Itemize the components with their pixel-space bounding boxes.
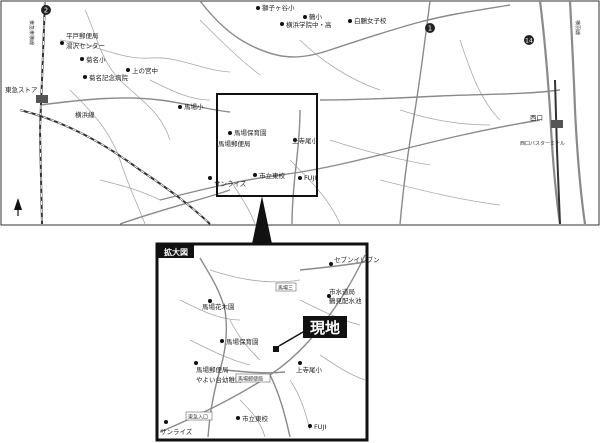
overview-focus-box: [216, 93, 318, 197]
label-hirakawa: 平戸郵便局: [66, 31, 99, 40]
inset-map: 拡大図 現地 セ: [155, 242, 380, 442]
inset-label-baba-hanagien: 馬場花木園: [202, 302, 235, 311]
label-highway: 横羽線: [574, 20, 581, 35]
inset-label-sunrise: サンライズ: [160, 427, 193, 436]
label-shiraume: 白鵬女子校: [354, 16, 387, 25]
inset-label-water-works: 市水道局: [329, 287, 355, 296]
label-city-east-school: 市立東校: [259, 171, 286, 180]
label-tokyu-store: 東急ストア: [5, 85, 38, 94]
label-sun-center: 湯沢センター: [66, 41, 105, 50]
label-kamiterao-elem: 上寺尾小: [292, 136, 319, 145]
label-shishigaya: 獅子ヶ谷小: [262, 3, 295, 12]
route-14-sign: 14: [525, 38, 533, 45]
inset-label-kamiterao-elem: 上寺尾小: [296, 365, 323, 374]
label-tokyu-line: 東急東横線: [28, 20, 35, 45]
inset-pointer: [252, 196, 272, 244]
north-arrow-icon: [14, 198, 22, 216]
label-bus-terminal: 西口バスターミナル: [520, 140, 565, 147]
inset-label-city-east-school: 市立東校: [242, 414, 269, 423]
label-uemura: 上の宮中: [132, 66, 158, 75]
label-kikumei-memorial: 菊名記念病院: [89, 73, 129, 82]
label-meikei: 横浜学院中・高: [286, 20, 332, 29]
inset-label-baba-nursery: 馬場保育園: [226, 337, 259, 346]
current-location-label: 現地: [310, 319, 340, 337]
inset-label-water-works-2: 鶴見配水池: [329, 296, 362, 305]
inset-label-baba3: 馬場三: [278, 285, 293, 292]
current-location-marker: [273, 346, 279, 352]
label-kikumei-elem: 菊名小: [86, 55, 106, 64]
inset-label-baba-post: 馬場郵便局: [196, 365, 229, 374]
label-baba-post: 馬場郵便局: [218, 139, 251, 148]
label-sunrise: サンライズ: [214, 179, 247, 188]
label-tsuru: 鶴小: [309, 12, 323, 21]
label-yokohama-line: 横浜線: [75, 110, 95, 119]
inset-label-baba-post-box: 馬場郵便局: [238, 376, 263, 383]
overview-map: 2 1 14 獅子ヶ谷小 鶴小 横浜学院中・高 白鵬女子校 平戸郵便局 湯沢: [0, 0, 600, 226]
label-nishiguchi: 西口: [530, 114, 543, 122]
inset-label-seven-eleven: セブンイレブン: [334, 255, 380, 264]
route-1-sign: 1: [428, 25, 432, 33]
inset-label-fuji: FUJI: [314, 423, 326, 431]
inset-label-yayoi: やよい台幼稚園: [196, 375, 242, 384]
label-baba-nursery: 馬場保育園: [234, 128, 267, 137]
label-fuji: FUJI: [304, 174, 316, 182]
label-baba-elem: 馬場小: [184, 102, 204, 111]
route-2-sign: 2: [44, 7, 48, 15]
inset-title: 拡大図: [164, 247, 188, 257]
inset-label-tokyu-entrance: 東急入口: [188, 414, 208, 421]
